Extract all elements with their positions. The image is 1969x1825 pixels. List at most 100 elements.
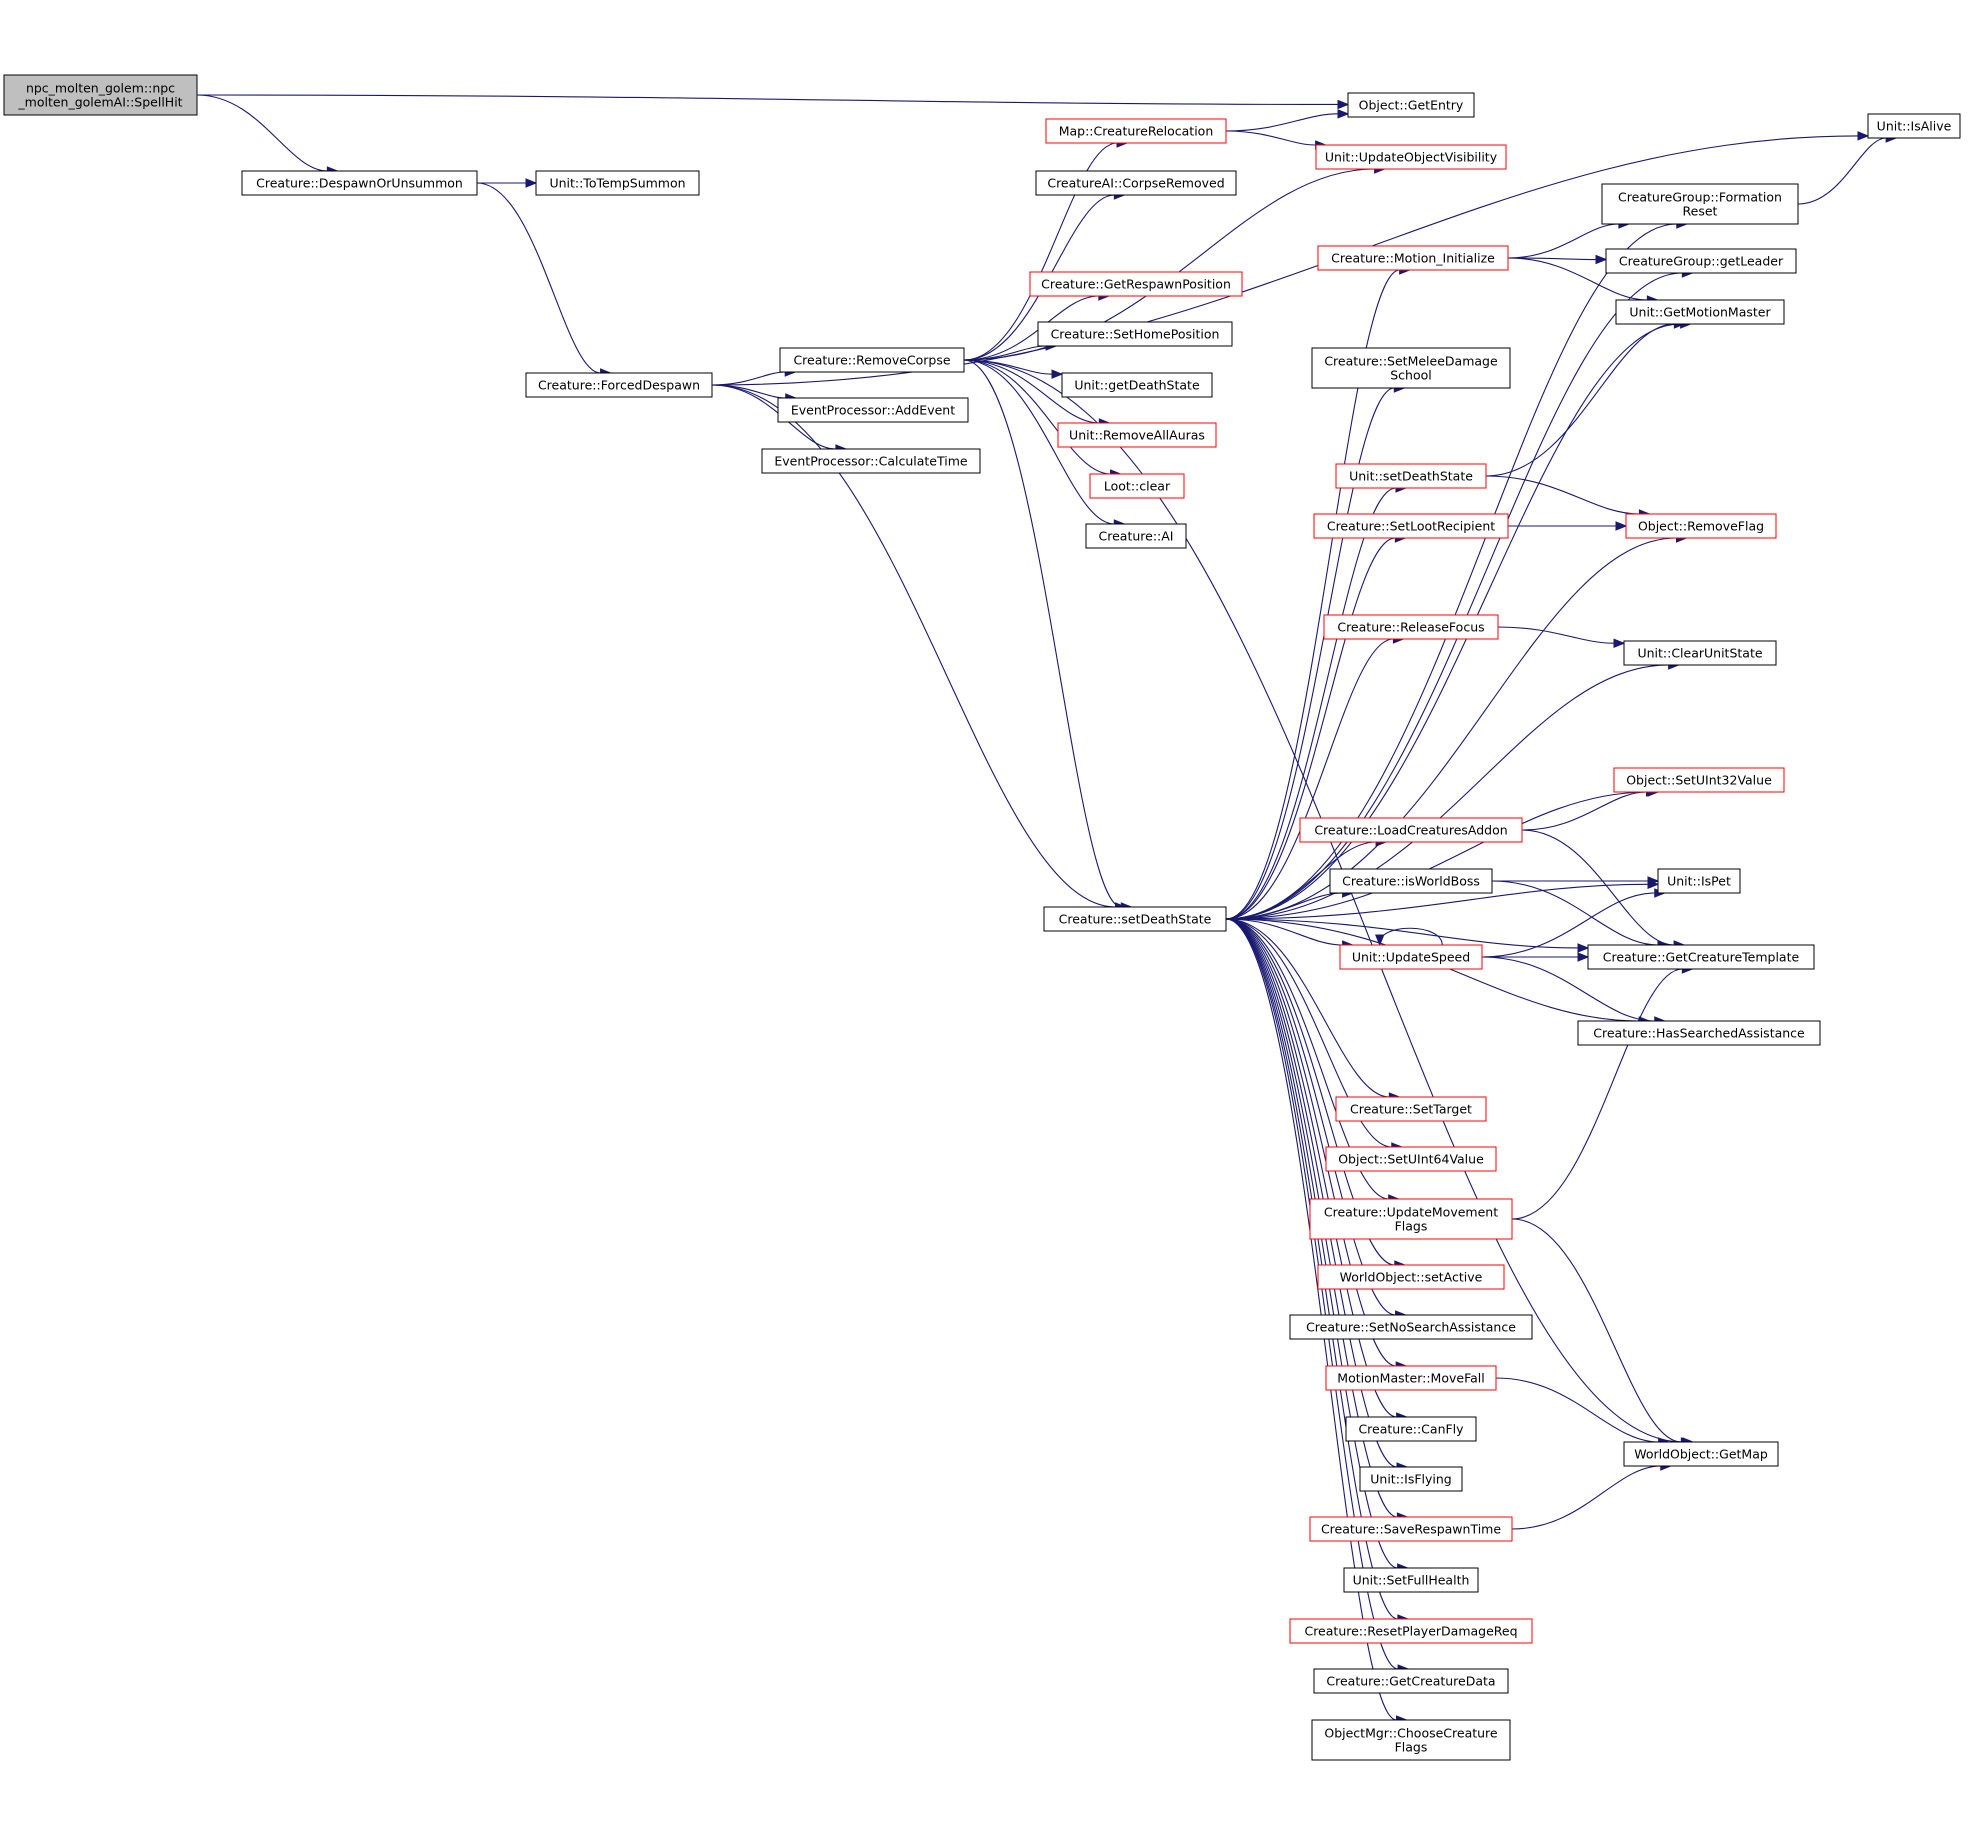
node-box	[1315, 144, 1507, 170]
node-corpseRemoved[interactable]: CreatureAI::CorpseRemoved	[1035, 170, 1237, 196]
node-creatureRelocation[interactable]: Map::CreatureRelocation	[1045, 118, 1227, 144]
node-hasSearchedAssistance[interactable]: Creature::HasSearchedAssistance	[1577, 1020, 1821, 1046]
node-setActive[interactable]: WorldObject::setActive	[1317, 1264, 1505, 1290]
edge-arrowhead	[1647, 879, 1660, 890]
node-motionInitialize[interactable]: Creature::Motion_Initialize	[1317, 245, 1509, 271]
node-loadCreaturesAddon[interactable]: Creature::LoadCreaturesAddon	[1299, 817, 1523, 843]
node-releaseFocus[interactable]: Creature::ReleaseFocus	[1323, 614, 1499, 640]
node-label: Reset	[1683, 204, 1718, 219]
node-saveRespawnTime[interactable]: Creature::SaveRespawnTime	[1309, 1516, 1513, 1542]
node-label: WorldObject::GetMap	[1634, 1447, 1768, 1462]
node-box	[1345, 1416, 1477, 1442]
node-removeFlag[interactable]: Object::RemoveFlag	[1625, 513, 1777, 539]
node-getEntry[interactable]: Object::GetEntry	[1347, 92, 1475, 118]
node-label: Unit::GetMotionMaster	[1629, 305, 1771, 320]
node-toTempSummon[interactable]: Unit::ToTempSummon	[535, 170, 700, 196]
edge-arrowhead	[1577, 952, 1590, 962]
node-getCreatureTemplate[interactable]: Creature::GetCreatureTemplate	[1587, 944, 1815, 970]
edge-line	[1225, 223, 1677, 920]
edge-line	[1225, 918, 1397, 1367]
node-isAlive[interactable]: Unit::IsAlive	[1867, 113, 1961, 139]
node-getMotionMaster[interactable]: Unit::GetMotionMaster	[1615, 299, 1785, 325]
node-setUInt64Value[interactable]: Object::SetUInt64Value	[1325, 1146, 1497, 1172]
node-calculateTime[interactable]: EventProcessor::CalculateTime	[761, 448, 981, 474]
node-isPet[interactable]: Unit::IsPet	[1657, 868, 1741, 894]
edge-line	[1225, 791, 1649, 920]
node-updateSpeed[interactable]: Unit::UpdateSpeed	[1339, 944, 1483, 970]
node-label: Object::SetUInt64Value	[1338, 1152, 1484, 1167]
node-box	[1317, 1264, 1505, 1290]
node-box	[1577, 1020, 1821, 1046]
node-root[interactable]: npc_molten_golem::npc_molten_golemAI::Sp…	[3, 74, 198, 116]
node-box	[1329, 868, 1493, 894]
node-despawnOrUnsummon[interactable]: Creature::DespawnOrUnsummon	[241, 170, 478, 196]
node-label: Creature::UpdateMovement	[1324, 1205, 1498, 1220]
node-moveFall[interactable]: MotionMaster::MoveFall	[1325, 1365, 1497, 1391]
node-getLeader[interactable]: CreatureGroup::getLeader	[1605, 248, 1797, 274]
node-label: Creature::RemoveCorpse	[793, 353, 950, 368]
node-box	[1587, 944, 1815, 970]
node-removeCorpse[interactable]: Creature::RemoveCorpse	[779, 347, 965, 373]
node-unitSetDeathState[interactable]: Unit::setDeathState	[1335, 463, 1487, 489]
edge-line	[1225, 130, 1316, 146]
node-getDeathState[interactable]: Unit::getDeathState	[1061, 372, 1213, 398]
node-label: Creature::ResetPlayerDamageReq	[1304, 1624, 1517, 1639]
node-addEvent[interactable]: EventProcessor::AddEvent	[777, 397, 969, 423]
node-box	[1657, 868, 1741, 894]
node-label: Creature::isWorldBoss	[1342, 874, 1480, 889]
node-isWorldBoss[interactable]: Creature::isWorldBoss	[1329, 868, 1493, 894]
node-box	[535, 170, 700, 196]
edge-line	[1225, 918, 1343, 946]
node-label: Unit::UpdateSpeed	[1352, 950, 1470, 965]
edge-line	[1485, 475, 1640, 515]
node-forcedDespawn[interactable]: Creature::ForcedDespawn	[525, 372, 713, 398]
edge-setLootRecipient-to-removeFlag	[1508, 521, 1628, 531]
node-box	[779, 347, 965, 373]
node-label: MotionMaster::MoveFall	[1337, 1371, 1484, 1386]
node-clearUnitState[interactable]: Unit::ClearUnitState	[1623, 640, 1777, 666]
edge-line	[963, 359, 1111, 475]
node-box	[1289, 1618, 1533, 1644]
edge-line	[1511, 968, 1683, 1220]
node-lootClear[interactable]: Loot::clear	[1089, 473, 1185, 499]
node-creatureAI[interactable]: Creature::AI	[1085, 523, 1187, 549]
edge-saveRespawnTime-to-getMap	[1511, 1461, 1673, 1530]
edge-line	[1225, 638, 1394, 920]
node-resetPlayerDamageReq[interactable]: Creature::ResetPlayerDamageReq	[1289, 1618, 1533, 1644]
edge-creatureSetDeathState-to-formationReset	[1225, 219, 1689, 920]
edge-line	[1225, 387, 1395, 920]
node-getMap[interactable]: WorldObject::GetMap	[1623, 1441, 1779, 1467]
node-box	[3, 74, 198, 116]
node-label: Unit::IsPet	[1667, 874, 1731, 889]
node-isFlying[interactable]: Unit::IsFlying	[1359, 1466, 1463, 1492]
node-label: Object::GetEntry	[1359, 98, 1464, 113]
node-updateObjectVisibility[interactable]: Unit::UpdateObjectVisibility	[1315, 144, 1507, 170]
node-setTarget[interactable]: Creature::SetTarget	[1335, 1096, 1487, 1122]
edge-line	[1491, 880, 1659, 946]
node-label: Creature::Motion_Initialize	[1331, 251, 1495, 266]
node-canFly[interactable]: Creature::CanFly	[1345, 1416, 1477, 1442]
node-getCreatureData[interactable]: Creature::GetCreatureData	[1313, 1668, 1509, 1694]
node-setLootRecipient[interactable]: Creature::SetLootRecipient	[1313, 513, 1509, 539]
node-removeAllAuras[interactable]: Unit::RemoveAllAuras	[1057, 422, 1217, 448]
node-label: Unit::UpdateObjectVisibility	[1325, 150, 1498, 165]
node-box	[1061, 372, 1213, 398]
edge-line	[1797, 137, 1887, 205]
node-label: Unit::getDeathState	[1074, 378, 1200, 393]
node-getRespawnPosition[interactable]: Creature::GetRespawnPosition	[1029, 271, 1243, 297]
node-setFullHealth[interactable]: Unit::SetFullHealth	[1343, 1567, 1479, 1593]
node-setHomePosition[interactable]: Creature::SetHomePosition	[1037, 321, 1233, 347]
node-setNoSearchAssistance[interactable]: Creature::SetNoSearchAssistance	[1289, 1314, 1533, 1340]
edge-line	[1521, 829, 1675, 946]
node-setUInt32Value[interactable]: Object::SetUInt32Value	[1613, 767, 1785, 793]
node-label: Creature::AI	[1099, 529, 1174, 544]
edge-line	[1225, 892, 1343, 920]
node-label: Unit::IsFlying	[1370, 1472, 1451, 1487]
edge-line	[1507, 257, 1648, 301]
node-creatureSetDeathState[interactable]: Creature::setDeathState	[1043, 906, 1227, 932]
